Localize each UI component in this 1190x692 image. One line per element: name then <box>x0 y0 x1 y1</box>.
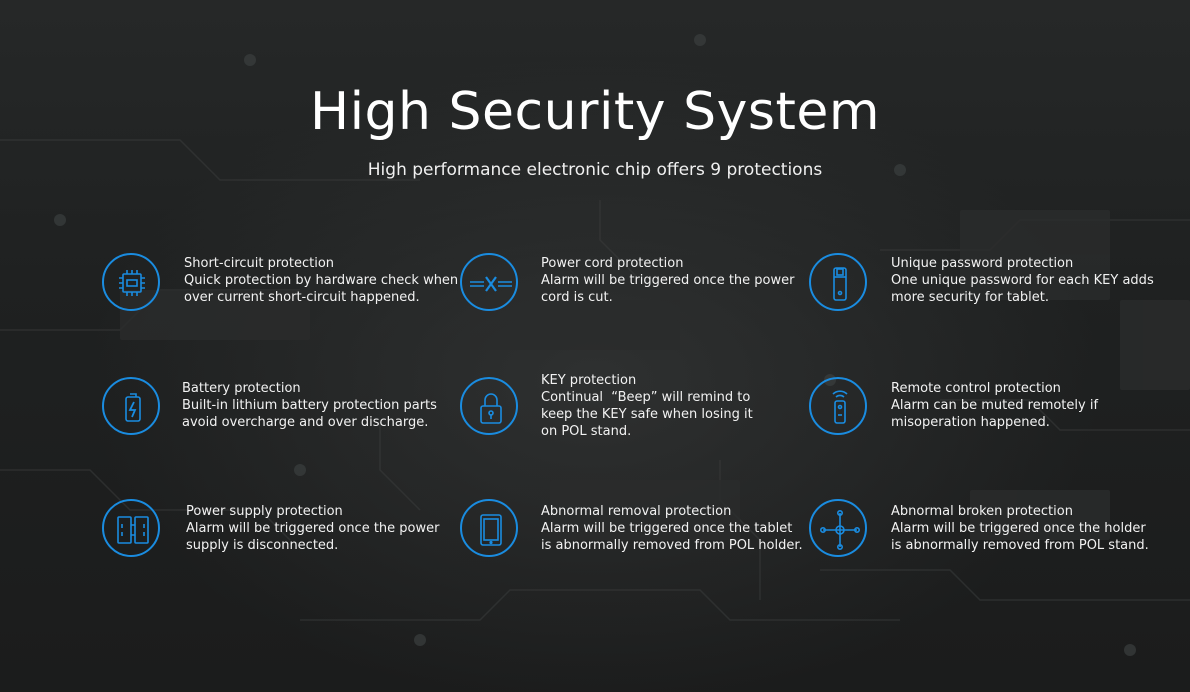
cut-cord-icon <box>460 253 518 311</box>
feature-text: Battery protection Built-in lithium batt… <box>182 380 437 431</box>
feature-title: Abnormal removal protection <box>541 504 732 519</box>
battery-icon <box>102 377 160 435</box>
page-subtitle: High performance electronic chip offers … <box>367 160 823 180</box>
feature-line: Built-in lithium battery protection part… <box>182 398 437 413</box>
padlock-icon <box>460 377 518 435</box>
tablet-icon <box>460 499 518 557</box>
feature-title: Remote control protection <box>891 381 1061 396</box>
feature-line: on POL stand. <box>541 424 632 439</box>
feature-line: keep the KEY safe when losing it <box>541 407 753 422</box>
usb-key-icon <box>809 253 867 311</box>
feature-line: Alarm will be triggered once the tablet <box>541 521 793 536</box>
feature-line: is abnormally removed from POL stand. <box>891 538 1149 553</box>
feature-line: more security for tablet. <box>891 290 1050 305</box>
feature-line: Alarm will be triggered once the holder <box>891 521 1146 536</box>
feature-line: Continual “Beep” will remind to <box>541 390 751 405</box>
feature-line: Alarm can be muted remotely if <box>891 398 1099 413</box>
feature-text: Remote control protection Alarm can be m… <box>891 380 1098 431</box>
holder-cross-icon <box>809 499 867 557</box>
feature-line: cord is cut. <box>541 290 613 305</box>
feature-title: KEY protection <box>541 373 637 388</box>
feature-title: Abnormal broken protection <box>891 504 1073 519</box>
feature-line: Alarm will be triggered once the power <box>186 521 440 536</box>
feature-line: is abnormally removed from POL holder. <box>541 538 803 553</box>
feature-title: Battery protection <box>182 381 301 396</box>
feature-line: avoid overcharge and over discharge. <box>182 415 429 430</box>
feature-line: supply is disconnected. <box>186 538 339 553</box>
power-plug-icon <box>102 499 160 557</box>
feature-title: Unique password protection <box>891 256 1074 271</box>
feature-title: Power cord protection <box>541 256 684 271</box>
feature-text: Unique password protection One unique pa… <box>891 255 1154 306</box>
feature-text: Abnormal broken protection Alarm will be… <box>891 503 1149 554</box>
feature-text: Abnormal removal protection Alarm will b… <box>541 503 803 554</box>
feature-line: over current short-circuit happened. <box>184 290 420 305</box>
feature-text: Power supply protection Alarm will be tr… <box>186 503 439 554</box>
page-title: High Security System <box>309 82 880 142</box>
chip-icon <box>102 253 160 311</box>
feature-line: Quick protection by hardware check when <box>184 273 459 288</box>
feature-text: Short-circuit protection Quick protectio… <box>184 255 458 306</box>
feature-text: KEY protection Continual “Beep” will rem… <box>541 372 753 440</box>
feature-title: Power supply protection <box>186 504 343 519</box>
feature-line: One unique password for each KEY adds <box>891 273 1154 288</box>
feature-line: misoperation happened. <box>891 415 1050 430</box>
feature-title: Short-circuit protection <box>184 256 335 271</box>
remote-control-icon <box>809 377 867 435</box>
feature-text: Power cord protection Alarm will be trig… <box>541 255 794 306</box>
feature-line: Alarm will be triggered once the power <box>541 273 795 288</box>
